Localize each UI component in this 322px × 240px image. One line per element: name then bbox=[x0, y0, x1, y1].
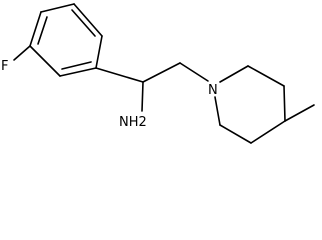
ring-bond bbox=[59, 67, 97, 77]
ring-bond bbox=[219, 124, 252, 144]
piperidine-ring bbox=[214, 65, 286, 144]
ring-to-chiral-carbon-bond bbox=[95, 67, 144, 83]
chiral-carbon-to-amine-bond bbox=[141, 81, 144, 112]
ring-double-bond bbox=[61, 61, 92, 70]
amine-label: NH2 bbox=[119, 115, 147, 130]
ring-bond bbox=[247, 65, 285, 87]
ring-bond bbox=[29, 11, 42, 47]
methyl-bond bbox=[284, 104, 315, 122]
ring-bond bbox=[214, 96, 221, 126]
ring-double-bond bbox=[71, 9, 96, 37]
methylene-to-nitrogen-bond bbox=[179, 62, 209, 82]
chemical-structure-diagram: F NH2 N bbox=[1, 3, 315, 144]
benzene-ring bbox=[29, 3, 103, 77]
ring-bond bbox=[283, 85, 286, 122]
ring-bond bbox=[73, 3, 103, 37]
carbon-fluorine-bond bbox=[13, 45, 31, 61]
ring-bond bbox=[219, 65, 249, 83]
chiral-carbon-to-methylene-bond bbox=[142, 62, 181, 83]
ring-bond bbox=[29, 45, 61, 77]
ring-double-bond bbox=[37, 16, 48, 45]
ring-bond bbox=[40, 3, 75, 13]
fluorine-label: F bbox=[1, 59, 8, 74]
nitrogen-label: N bbox=[208, 83, 218, 98]
ring-bond bbox=[250, 120, 286, 144]
ring-bond bbox=[95, 35, 103, 69]
